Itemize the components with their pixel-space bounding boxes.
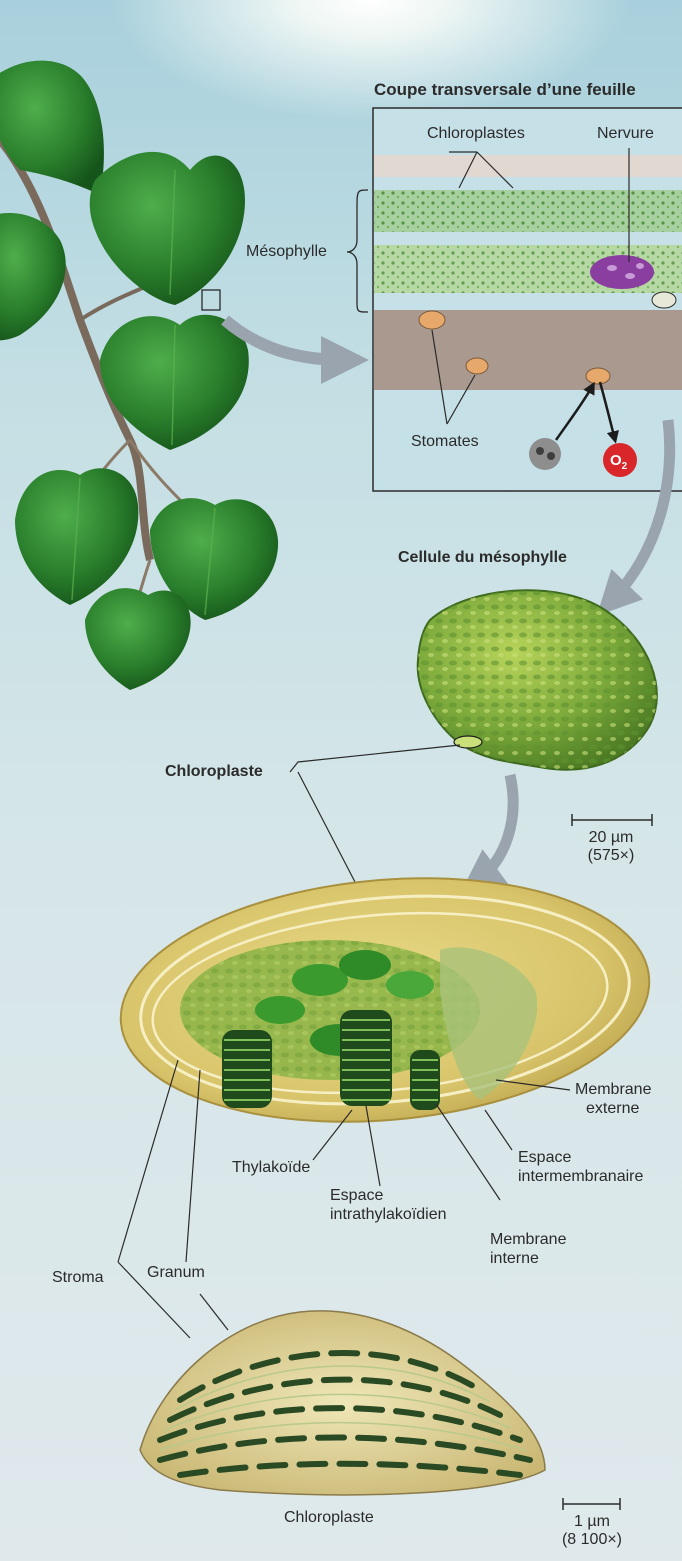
leaf-section-marker bbox=[202, 290, 220, 310]
intermembrane-space-line1: Espace bbox=[518, 1148, 571, 1167]
leaf-cross-section bbox=[347, 108, 682, 491]
leaf bbox=[0, 213, 66, 340]
leaf bbox=[90, 152, 245, 305]
mesophyll-cell bbox=[418, 590, 657, 769]
vein-label: Nervure bbox=[597, 124, 654, 143]
leaf-section-title: Coupe transversale d’une feuille bbox=[374, 80, 636, 99]
co2-molecule bbox=[529, 438, 561, 470]
chloroplast-in-cell bbox=[454, 736, 482, 748]
inner-membrane-line1: Membrane bbox=[490, 1230, 566, 1249]
micrograph-scale-magnification: (8 100×) bbox=[550, 1530, 634, 1549]
chloroplast-label: Chloroplaste bbox=[165, 762, 263, 781]
thylakoid-label: Thylakoïde bbox=[232, 1158, 310, 1177]
stoma bbox=[466, 358, 488, 374]
outer-membrane-line1: Membrane bbox=[575, 1080, 651, 1099]
inner-membrane-line2: interne bbox=[490, 1249, 539, 1268]
thylakoid-space-line1: Espace bbox=[330, 1186, 383, 1205]
cell-scale-bar bbox=[572, 814, 652, 826]
stoma bbox=[586, 368, 610, 384]
mesophyll-cell-title: Cellule du mésophylle bbox=[398, 548, 567, 567]
leaf bbox=[85, 588, 191, 690]
chloroplast-micrograph bbox=[140, 1311, 545, 1495]
leaf bbox=[0, 61, 104, 195]
oxygen-label: O2 bbox=[610, 451, 627, 476]
thylakoid-space-line2: intrathylakoïdien bbox=[330, 1205, 447, 1224]
stomata-label: Stomates bbox=[411, 432, 479, 451]
mesophyll-label: Mésophylle bbox=[246, 242, 327, 261]
stoma bbox=[419, 311, 445, 329]
outer-membrane-line2: externe bbox=[586, 1099, 639, 1118]
granum-stack-1 bbox=[222, 1030, 272, 1108]
micrograph-scale-length: 1 µm bbox=[556, 1512, 628, 1531]
vein bbox=[590, 255, 654, 289]
cell-scale-length: 20 µm bbox=[575, 828, 647, 847]
leaves bbox=[0, 61, 278, 690]
chloroplasts-label: Chloroplastes bbox=[427, 124, 525, 143]
cell-to-chloroplast-arrow bbox=[478, 775, 513, 880]
stroma-label: Stroma bbox=[52, 1268, 104, 1287]
micrograph-scale-bar bbox=[563, 1498, 620, 1510]
granum-label: Granum bbox=[147, 1263, 205, 1282]
cell-scale-magnification: (575×) bbox=[575, 846, 647, 865]
micrograph-caption: Chloroplaste bbox=[284, 1508, 374, 1527]
granum-stack-2 bbox=[340, 1010, 392, 1106]
granum-stack-3 bbox=[410, 1050, 440, 1110]
intermembrane-space-line2: intermembranaire bbox=[518, 1167, 643, 1186]
